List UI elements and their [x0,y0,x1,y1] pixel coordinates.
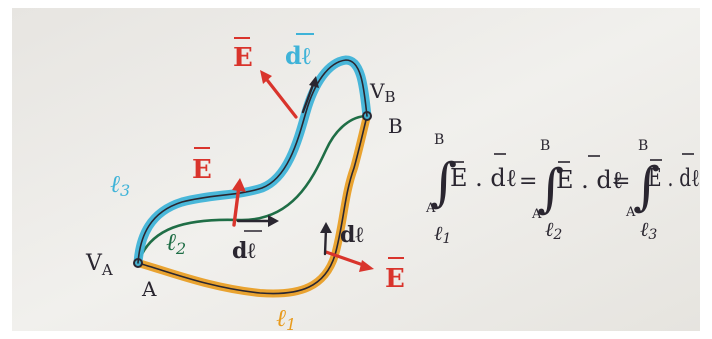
dl-label-right: dℓ [340,222,364,248]
path-l1 [134,112,371,298]
path-l3-label: ℓ3 [110,170,130,200]
svg-text:B: B [638,138,648,154]
svg-text:ℓ2: ℓ2 [545,217,562,243]
svg-text:dℓ: dℓ [232,238,256,264]
integral-sign-icon: ∫ [537,159,564,219]
svg-text:B: B [540,138,550,154]
dl-vector-middle [236,215,279,227]
path-l2-label: ℓ2 [166,228,186,258]
e-label-middle: E [192,147,212,185]
integral-term-2: B ∫ A E . dℓ ℓ2 [531,138,623,243]
dl-label-middle: dℓ [232,230,262,264]
dl-label-top: dℓ [285,33,314,70]
point-a-label: A [141,277,157,301]
dl-vector-top [301,76,319,114]
dl-vector-right [320,222,332,256]
svg-text:E: E [385,264,405,294]
integral-sign-icon: ∫ [430,153,457,213]
integral-sign-icon: ∫ [633,157,660,217]
svg-text:A: A [531,207,542,222]
integral-term-1: B ∫ A E . dℓ ℓ1 [425,132,517,247]
path-l2 [136,114,369,265]
svg-text:dℓ: dℓ [285,41,311,70]
svg-text:A: A [625,205,636,220]
e-vector-right [324,250,374,272]
point-b-label: B [388,114,403,138]
e-vector-middle [232,178,246,227]
svg-text:E . dℓ: E . dℓ [648,164,700,192]
e-label-top: E [233,37,253,73]
svg-text:E: E [233,43,253,73]
path-l3 [133,55,372,268]
svg-text:ℓ1: ℓ1 [434,221,451,247]
path-l1-label: ℓ1 [276,304,296,334]
equals-sign-2: = [612,169,630,194]
potential-a-label: VA [85,251,113,279]
point-b-marker [362,111,372,121]
svg-text:ℓ3: ℓ3 [640,217,657,243]
equation: B ∫ A E . dℓ ℓ1 = B ∫ A E . dℓ ℓ2 = B ∫ … [425,132,700,247]
potential-b-label: VB [369,79,395,106]
svg-text:A: A [425,201,436,216]
point-a-marker [133,258,143,268]
svg-text:dℓ: dℓ [340,222,364,248]
e-label-right: E [385,257,405,294]
svg-text:E . dℓ: E . dℓ [556,166,623,194]
svg-text:E: E [192,155,212,185]
svg-text:E . dℓ: E . dℓ [450,164,517,192]
integral-term-3: B ∫ A E . dℓ ℓ3 [625,138,700,243]
equals-sign-1: = [519,169,537,194]
e-vector-top [260,70,298,119]
svg-text:B: B [434,132,444,148]
